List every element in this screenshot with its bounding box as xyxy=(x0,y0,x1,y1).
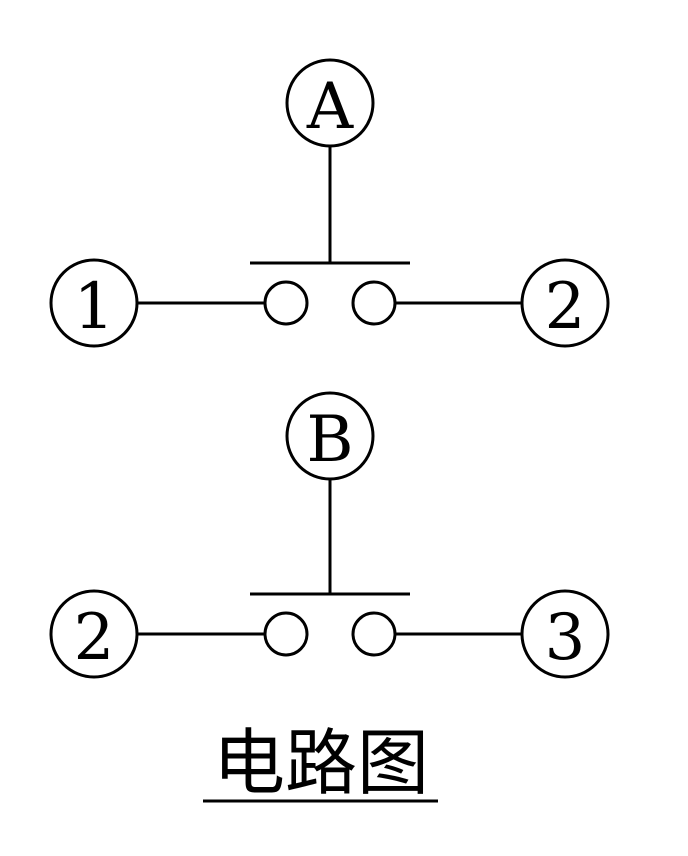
contact-b-right xyxy=(351,611,397,657)
actuator-b-label: B xyxy=(306,403,353,477)
contact-b-left xyxy=(263,611,309,657)
terminal-2-circle-top xyxy=(520,258,610,348)
contact-a-right xyxy=(351,280,397,326)
contact-a-left xyxy=(263,280,309,326)
terminal-3-circle xyxy=(520,589,610,679)
terminal-1-label: 1 xyxy=(74,270,115,344)
terminal-2-label-bottom: 2 xyxy=(74,601,115,675)
switch-a: A 1 2 xyxy=(49,58,610,348)
terminal-2-label-top: 2 xyxy=(545,270,586,344)
diagram-caption: 电路图 xyxy=(213,721,429,805)
terminal-3-label: 3 xyxy=(545,601,586,675)
actuator-a-label: A xyxy=(306,70,354,144)
switch-b: B 2 3 xyxy=(49,391,610,679)
